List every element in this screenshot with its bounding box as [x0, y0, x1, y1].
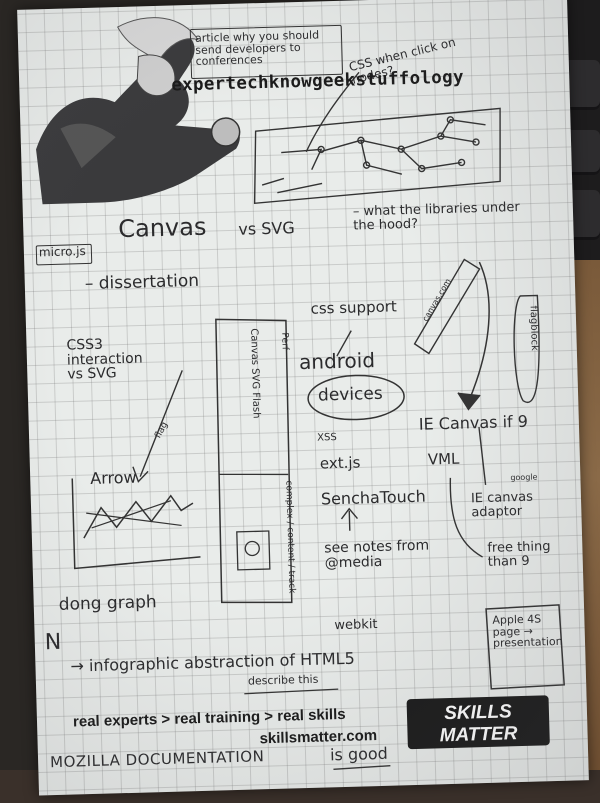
android-note: android [298, 347, 376, 375]
micro-js-label: micro.js [38, 244, 86, 260]
node-diagram [253, 107, 501, 205]
graph-label: Arrow [89, 467, 137, 488]
skills-matter-logo: SKILLS MATTER [406, 695, 550, 750]
vml-note: VML [427, 449, 460, 469]
note-box-text: article why you should send developers t… [194, 28, 320, 68]
devices-note: devices [317, 383, 383, 406]
describe-note: describe this [247, 672, 319, 688]
rotated-label-perf: Perf [279, 332, 290, 351]
left-margin-mark: N [44, 629, 62, 656]
apple-note: Apple 4S page → presentation [492, 612, 563, 650]
google-note: google [510, 472, 538, 483]
css3-note: CSS3 interaction vs SVG [66, 336, 143, 383]
handwritten-notes-sheet: article why you should send developers t… [17, 0, 589, 796]
webkit-note: webkit [334, 617, 378, 634]
rotated-label-tech: Canvas SVG Flash [248, 328, 262, 419]
free-thing-note: free thing than 9 [487, 539, 551, 570]
right-side-note: flagblock [527, 305, 540, 351]
anime-character-illustration [36, 17, 241, 205]
is-good-note: is good [329, 743, 389, 765]
logo-top-text: SKILLS [444, 701, 512, 724]
canvas-heading: Canvas [117, 212, 207, 244]
rotated-label-complex: complex / content / track [283, 480, 297, 594]
sketch-layer [36, 17, 565, 770]
dissertation-note: – dissertation [84, 270, 200, 295]
logo-bottom-text: MATTER [439, 723, 518, 746]
ie-canvas-note: IE Canvas if 9 [418, 411, 529, 434]
sencha-note: SenchaTouch [320, 486, 426, 509]
libraries-note: – what the libraries under the hood? [352, 199, 520, 234]
see-notes-note: see notes from @media [324, 537, 430, 572]
ext-js-note: ext.js [319, 453, 361, 473]
vs-svg-note: vs SVG [238, 218, 295, 239]
xss-note: XSS [317, 432, 337, 444]
ie-canvas-adaptor-note: IE canvas adaptor [470, 489, 534, 520]
css-support-note: css support [310, 297, 398, 318]
dong-graph-note: dong graph [58, 592, 157, 615]
